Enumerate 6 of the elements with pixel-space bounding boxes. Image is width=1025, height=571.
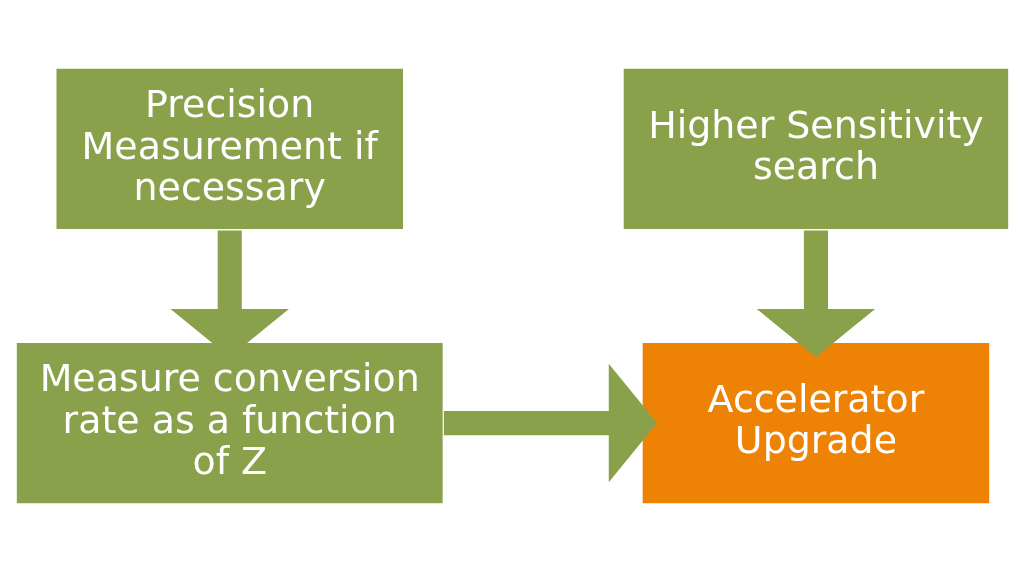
node-box: Precision Measurement if necessary — [54, 66, 405, 231]
arrow — [443, 363, 658, 482]
node-box: Measure conversion rate as a function of Z — [15, 340, 445, 505]
node-box: Accelerator Upgrade — [640, 340, 991, 505]
node-box: Higher Sensitivity search — [622, 66, 1010, 231]
arrow — [756, 229, 876, 357]
